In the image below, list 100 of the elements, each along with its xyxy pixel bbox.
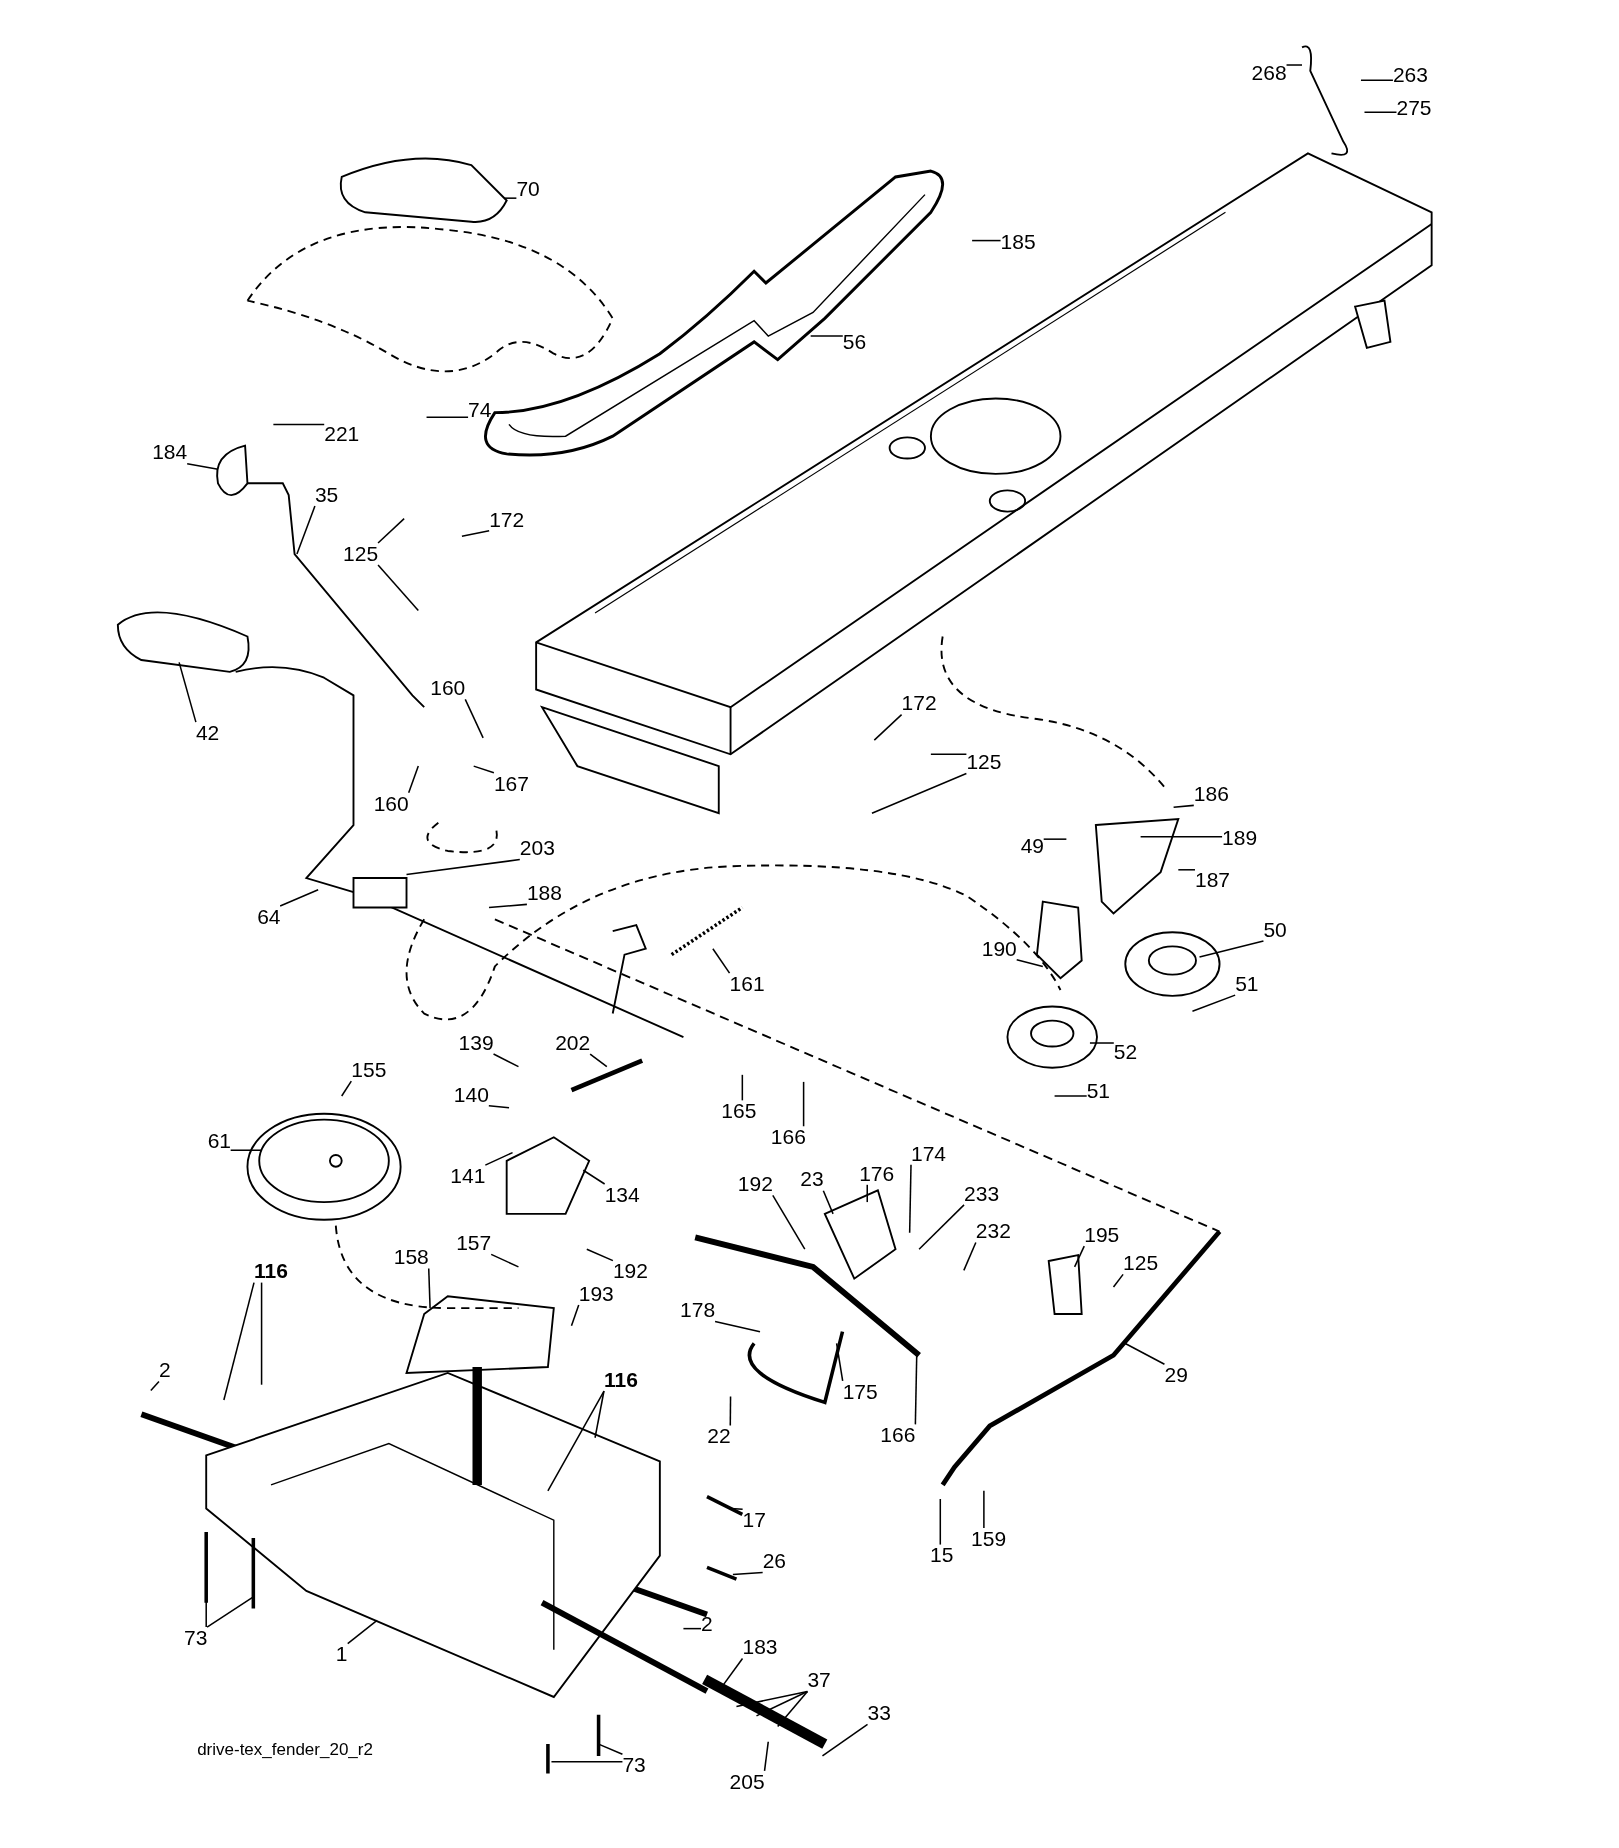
leader-line <box>594 1390 605 1439</box>
callout-number: 183 <box>742 1636 778 1659</box>
callout-number: 185 <box>1000 230 1036 253</box>
callout-number: 233 <box>964 1182 1000 1205</box>
leader-line <box>755 1690 809 1717</box>
leader-line <box>1015 958 1044 968</box>
callout-number: 176 <box>859 1162 895 1185</box>
leader-line <box>1360 79 1394 82</box>
callout-number: 172 <box>489 508 525 531</box>
leader-line <box>279 889 319 907</box>
leader-line <box>1177 869 1196 871</box>
leader-line <box>377 517 405 544</box>
leader-line <box>490 1253 520 1268</box>
callout-number: 195 <box>1084 1223 1120 1246</box>
callout-number: 15 <box>929 1544 954 1567</box>
callout-number: 232 <box>975 1220 1011 1243</box>
leader-line <box>821 1723 869 1757</box>
callout-number: 37 <box>807 1669 831 1692</box>
callout-number: 159 <box>971 1527 1007 1550</box>
leader-line <box>205 1566 207 1628</box>
leader-line <box>729 1507 744 1510</box>
callout-number: 73 <box>184 1626 208 1649</box>
leader-line <box>407 765 420 794</box>
callout-number: 174 <box>911 1142 947 1165</box>
callout-number: 184 <box>152 441 188 464</box>
callout-number: 190 <box>981 937 1017 960</box>
leader-line <box>484 1151 514 1166</box>
leader-line <box>873 713 903 741</box>
callout-number: 17 <box>742 1509 766 1531</box>
callout-number: 116 <box>254 1260 288 1283</box>
leader-line <box>1089 1042 1115 1044</box>
callout-number: 26 <box>762 1550 786 1573</box>
leader-line <box>586 1248 614 1262</box>
leader-line <box>866 1184 868 1203</box>
leader-line <box>871 772 968 814</box>
leader-line <box>776 1690 809 1728</box>
leader-line <box>914 1354 918 1426</box>
leader-line <box>178 661 197 723</box>
leader-line <box>822 1189 834 1215</box>
callout-number: 2 <box>158 1359 171 1382</box>
callout-number: 175 <box>842 1380 878 1403</box>
callout-number: 189 <box>1222 826 1258 849</box>
leader-line <box>1363 111 1398 113</box>
leader-line <box>186 462 219 470</box>
callout-number: 125 <box>1123 1252 1159 1275</box>
callout-number: 167 <box>493 772 529 795</box>
callout-number: 178 <box>680 1299 716 1322</box>
leader-line <box>223 1281 255 1401</box>
callout-number: 161 <box>729 972 765 995</box>
callout-number: 158 <box>393 1246 429 1269</box>
callout-number: 70 <box>516 177 540 200</box>
callout-number: 205 <box>729 1770 765 1793</box>
callout-number: 125 <box>343 542 379 565</box>
leader-line <box>918 1204 965 1250</box>
leader-line <box>582 1169 606 1185</box>
callout-number: 51 <box>1235 972 1259 995</box>
callout-number: 50 <box>1263 918 1287 941</box>
callout-number: 134 <box>604 1183 640 1206</box>
leader-line <box>971 239 1002 242</box>
leader-line <box>503 197 518 199</box>
callout-number: 22 <box>707 1425 731 1448</box>
leader-line <box>1191 994 1236 1012</box>
callout-number: 64 <box>257 905 281 928</box>
callout-number: 221 <box>324 422 360 445</box>
callout-number: 23 <box>800 1168 824 1191</box>
leader-line <box>547 1390 605 1492</box>
leader-line <box>763 1741 770 1772</box>
callout-number: 188 <box>526 882 562 905</box>
leader-line <box>712 947 731 974</box>
callout-number: 268 <box>1251 62 1287 85</box>
leader-line <box>405 858 521 876</box>
leader-line <box>802 1081 805 1128</box>
callout-number: 74 <box>468 399 492 422</box>
callout-number: 2 <box>701 1612 713 1635</box>
leader-line <box>296 505 316 555</box>
drawing-caption: drive-tex_fender_20_r2 <box>197 1740 373 1760</box>
leader-line <box>461 530 490 538</box>
leader-line <box>809 335 844 337</box>
callout-number: 165 <box>721 1100 757 1123</box>
leader-line <box>377 564 420 612</box>
leader-line <box>729 1395 732 1427</box>
leader-line <box>732 1571 764 1576</box>
leader-line <box>1053 1095 1088 1097</box>
leader-line <box>589 1053 608 1068</box>
leader-line <box>260 1281 263 1386</box>
leader-line <box>714 1320 761 1333</box>
callout-number: 263 <box>1392 64 1428 87</box>
leader-line <box>150 1380 160 1392</box>
leader-line <box>741 1074 744 1102</box>
leader-line <box>492 1053 520 1068</box>
callout-number: 125 <box>966 751 1002 774</box>
callout-number: 166 <box>880 1424 916 1447</box>
leader-line <box>682 1627 702 1630</box>
leader-line <box>488 1105 510 1109</box>
leader-line <box>206 1596 255 1628</box>
leader-line <box>939 1498 942 1546</box>
callout-number: 61 <box>207 1129 231 1152</box>
leader-line <box>983 1490 985 1529</box>
callout-number: 275 <box>1396 97 1432 120</box>
leader-line <box>1285 64 1303 66</box>
